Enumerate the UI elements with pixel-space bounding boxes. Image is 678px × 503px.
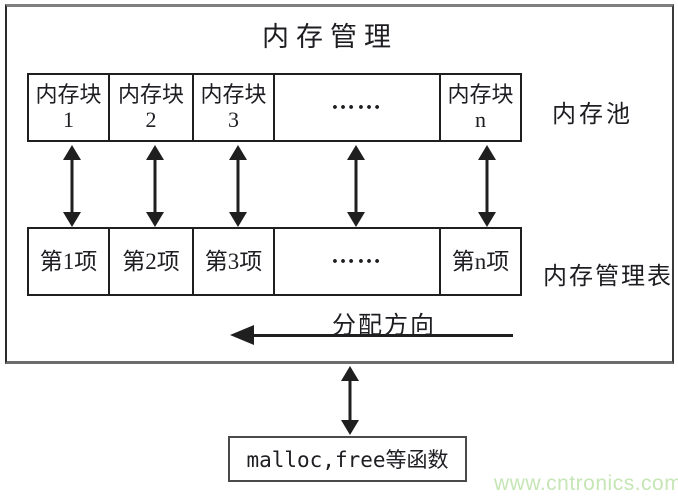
management-table-row: 第1项 第2项 第3项 …… 第n项 <box>27 227 522 296</box>
functions-box: malloc,free等函数 <box>228 436 467 482</box>
vertical-double-arrow-2 <box>145 145 165 227</box>
table-item-label: 第3项 <box>204 248 263 274</box>
memory-block-index: n <box>475 106 486 132</box>
memory-block-index: 3 <box>228 106 239 132</box>
memory-block-name: 内存块 <box>200 81 267 107</box>
memory-block-index: 2 <box>145 106 157 132</box>
memory-block-name: 内存块 <box>35 81 102 107</box>
memory-block-cell-n: 内存块 n <box>441 75 520 140</box>
table-item-label: 第1项 <box>39 248 98 274</box>
vertical-double-arrow-ellipsis <box>346 145 366 227</box>
diagram-title: 内存管理 <box>262 22 398 52</box>
memory-block-cell-ellipsis: …… <box>275 75 441 140</box>
connector-double-arrow <box>340 366 360 435</box>
arrow-shaft <box>354 158 358 214</box>
vertical-double-arrow-1 <box>62 145 82 227</box>
table-item-cell-n: 第n项 <box>441 229 520 294</box>
arrow-shaft <box>485 158 489 214</box>
table-item-cell-2: 第2项 <box>110 229 194 294</box>
memory-pool-row: 内存块 1 内存块 2 内存块 3 …… 内存块 n <box>27 73 522 142</box>
memory-block-cell-2: 内存块 2 <box>110 75 194 140</box>
memory-block-cell-1: 内存块 1 <box>29 75 110 140</box>
vertical-double-arrow-n <box>477 145 497 227</box>
memory-block-index: 1 <box>63 106 74 132</box>
arrow-shaft <box>236 158 240 214</box>
table-item-cell-3: 第3项 <box>194 229 275 294</box>
left-arrowhead-icon <box>230 325 254 345</box>
allocation-direction-arrow <box>252 334 513 337</box>
arrow-shaft <box>348 379 352 422</box>
memory-block-name: 内存块 <box>447 81 514 107</box>
table-item-label: 第2项 <box>122 248 180 274</box>
table-item-label: 第n项 <box>451 248 510 274</box>
arrow-shaft <box>153 158 157 214</box>
vertical-double-arrow-3 <box>228 145 248 227</box>
memory-block-name: 内存块 <box>117 81 184 107</box>
diagram-frame <box>5 4 674 364</box>
management-table-label: 内存管理表 <box>543 264 673 290</box>
memory-block-cell-3: 内存块 3 <box>194 75 275 140</box>
table-item-cell-1: 第1项 <box>29 229 110 294</box>
arrow-shaft <box>70 158 74 214</box>
watermark: www.cntronics.com <box>494 472 678 495</box>
functions-box-label: malloc,free等函数 <box>246 448 449 472</box>
memory-pool-label: 内存池 <box>552 102 633 128</box>
ellipsis-text: …… <box>331 243 383 270</box>
table-item-cell-ellipsis: …… <box>275 229 441 294</box>
ellipsis-text: …… <box>331 89 383 116</box>
